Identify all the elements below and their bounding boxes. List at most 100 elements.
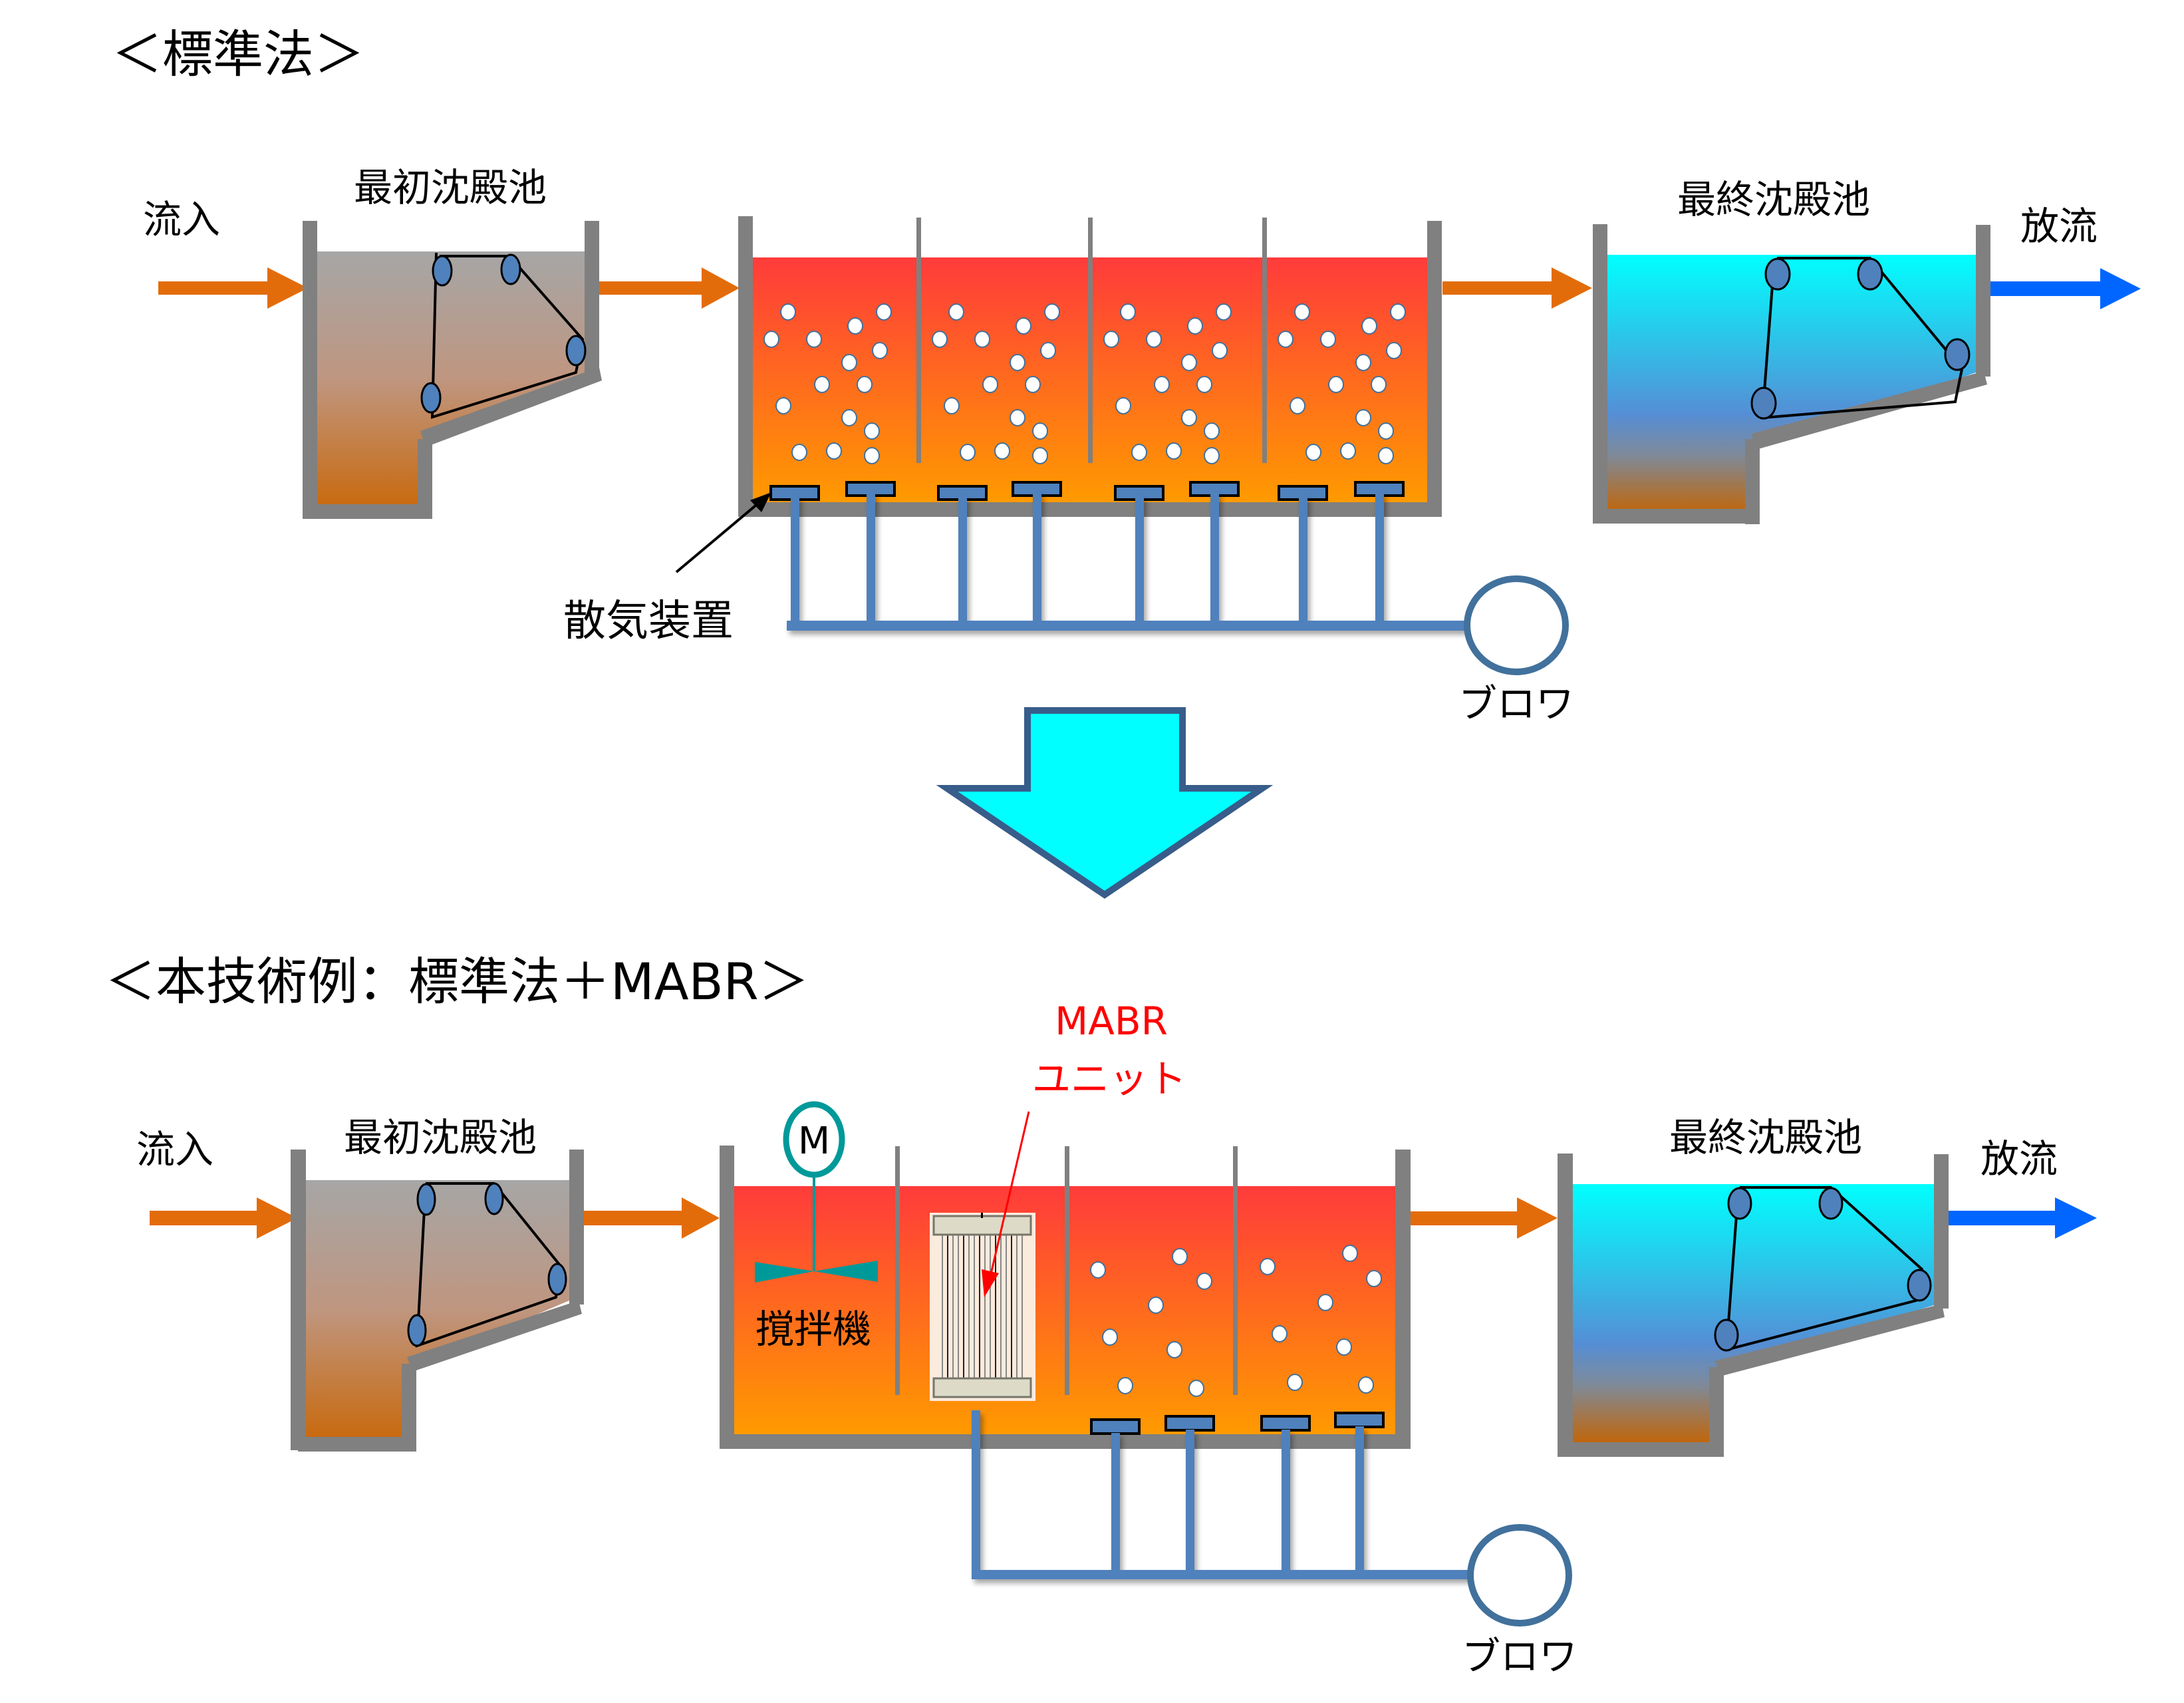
air-bubble bbox=[1146, 331, 1162, 348]
membrane-fiber bbox=[1022, 1235, 1023, 1378]
air-bubbles bbox=[1090, 1245, 1382, 1397]
air-riser-pipe bbox=[1033, 492, 1041, 631]
air-bubble bbox=[1166, 1341, 1182, 1358]
air-bubble bbox=[1188, 1380, 1204, 1397]
final-clarifier-label: 最終沈殿池 bbox=[1669, 1115, 1862, 1160]
air-riser-pipe bbox=[1210, 492, 1219, 631]
air-bubble bbox=[864, 422, 880, 440]
membrane-fiber bbox=[963, 1235, 964, 1378]
mixer: M 撹拌機 bbox=[755, 1101, 878, 1352]
tank-slope bbox=[407, 1301, 582, 1372]
air-bubble bbox=[763, 331, 779, 348]
membrane-fiber bbox=[942, 1235, 943, 1378]
diffuser bbox=[1090, 1418, 1141, 1435]
primary-clarifier: 最初沈殿池 bbox=[291, 1115, 584, 1452]
air-bubble bbox=[982, 376, 998, 393]
air-riser-pipe bbox=[1355, 1426, 1364, 1579]
air-bubble bbox=[1305, 444, 1321, 461]
air-riser-pipe bbox=[1299, 496, 1307, 631]
diffusers bbox=[1090, 1412, 1385, 1435]
membrane-fiber bbox=[974, 1235, 975, 1378]
membrane-fiber bbox=[979, 1235, 980, 1378]
air-bubble bbox=[1090, 1261, 1106, 1279]
membrane-fiber bbox=[995, 1235, 996, 1378]
air-bubble bbox=[1010, 354, 1025, 371]
air-bubble bbox=[806, 331, 822, 348]
membrane-fiber bbox=[952, 1235, 954, 1378]
air-bubble bbox=[1117, 1377, 1133, 1394]
tank-wall bbox=[1395, 1150, 1411, 1449]
air-bubble bbox=[1187, 317, 1203, 335]
air-riser-pipe bbox=[867, 492, 875, 631]
air-bubble bbox=[1115, 397, 1131, 414]
air-bubble bbox=[1212, 342, 1228, 359]
membrane-fiber bbox=[958, 1235, 959, 1378]
air-bubble bbox=[814, 376, 830, 393]
primary-clarifier-label: 最初沈殿池 bbox=[344, 1115, 537, 1160]
final-clarifier: 最終沈殿池 bbox=[1593, 177, 1990, 524]
flow-arrow-icon bbox=[1442, 267, 1592, 309]
air-bubble bbox=[864, 447, 880, 464]
air-bubble bbox=[876, 303, 892, 321]
air-bubble bbox=[1386, 342, 1402, 359]
primary-clarifier: 最初沈殿池 bbox=[303, 165, 602, 519]
sludge-collector-icon bbox=[1750, 257, 1971, 420]
membrane-fiber bbox=[990, 1235, 991, 1378]
tank-wall bbox=[1593, 224, 1607, 524]
air-bubble bbox=[932, 331, 948, 348]
air-bubble bbox=[841, 354, 857, 371]
air-bubble bbox=[1390, 303, 1406, 321]
top-section-title: ＜標準法＞ bbox=[112, 25, 364, 84]
air-bubble bbox=[826, 442, 842, 460]
air-bubble bbox=[1102, 1328, 1118, 1346]
primary-clarifier-water bbox=[317, 251, 585, 506]
tank-wall bbox=[1558, 1154, 1573, 1457]
air-bubble bbox=[1040, 342, 1056, 359]
air-riser-pipe bbox=[1111, 1433, 1120, 1579]
baffle-partition bbox=[916, 218, 921, 463]
air-bubble bbox=[1032, 447, 1048, 464]
tank-bottom bbox=[303, 504, 432, 519]
membrane-fiber bbox=[968, 1235, 970, 1378]
bottom-section-title: ＜本技術例：標準法＋MABR＞ bbox=[105, 952, 809, 1011]
mabr-label: MABR bbox=[1055, 999, 1168, 1044]
membrane-fiber bbox=[1000, 1235, 1002, 1378]
sludge-collector-icon bbox=[420, 252, 587, 419]
air-bubble bbox=[960, 444, 976, 461]
tank-bottom bbox=[298, 1437, 416, 1452]
blower-icon[interactable] bbox=[1467, 1524, 1572, 1626]
inflow-label: 流入 bbox=[136, 1127, 213, 1172]
air-bubble bbox=[1355, 409, 1371, 426]
tank-wall bbox=[418, 439, 432, 518]
air-bubble bbox=[1317, 1294, 1333, 1311]
air-bubble bbox=[1328, 376, 1344, 393]
air-bubble bbox=[944, 397, 960, 414]
blower-icon[interactable] bbox=[1464, 575, 1569, 675]
tank-slope bbox=[1752, 371, 1987, 450]
diffuser bbox=[1164, 1415, 1215, 1432]
tank-bottom bbox=[1564, 1442, 1724, 1457]
air-bubble bbox=[1196, 1273, 1212, 1290]
tank-wall bbox=[303, 221, 317, 518]
air-riser-pipe bbox=[958, 496, 967, 631]
air-header-pipe bbox=[976, 1570, 1476, 1579]
air-riser-pipe bbox=[1282, 1430, 1290, 1579]
air-bubble bbox=[1361, 317, 1377, 335]
primary-clarifier-water bbox=[306, 1180, 569, 1437]
diffuser-label: 散気装置 bbox=[563, 597, 734, 646]
flow-arrow-icon bbox=[599, 267, 740, 309]
air-bubble bbox=[1358, 1376, 1374, 1394]
motor-label: M bbox=[798, 1120, 830, 1163]
air-bubble bbox=[948, 303, 964, 321]
tank-wall bbox=[1745, 439, 1760, 524]
tank-bottom bbox=[738, 502, 1442, 517]
air-bubble bbox=[1320, 331, 1336, 348]
air-bubble bbox=[1355, 354, 1371, 371]
tank-wall bbox=[720, 1146, 734, 1449]
air-header-pipe bbox=[787, 621, 1468, 631]
air-bubble bbox=[1148, 1297, 1164, 1314]
air-bubble bbox=[1371, 376, 1387, 393]
air-bubble bbox=[1131, 444, 1147, 461]
tank-wall bbox=[1976, 225, 1990, 377]
